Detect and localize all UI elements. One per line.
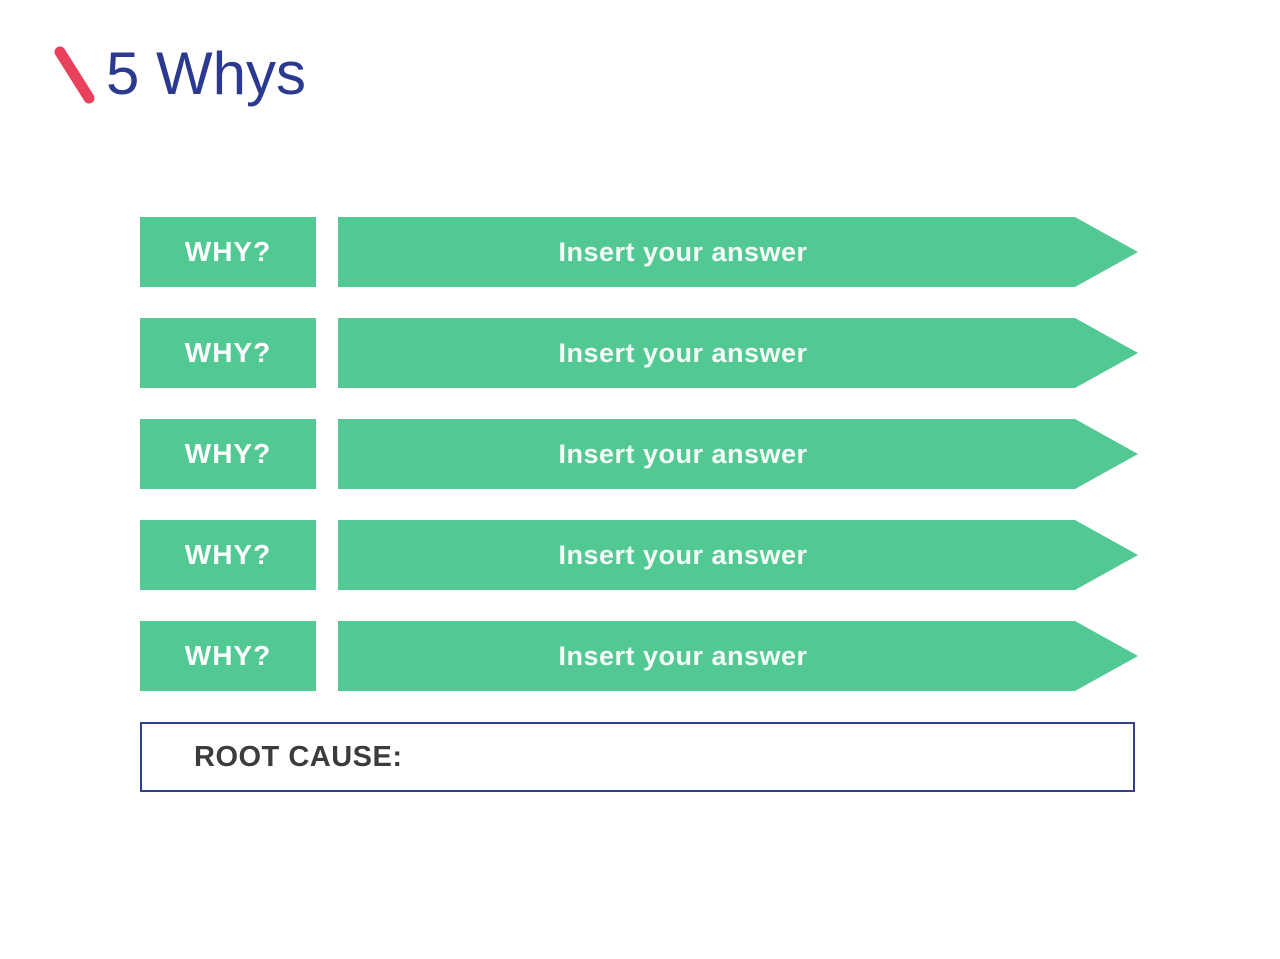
answer-arrow-2[interactable]: Insert your answer (338, 318, 1138, 388)
answer-arrow-5[interactable]: Insert your answer (338, 621, 1138, 691)
page-title: 5 Whys (106, 40, 307, 107)
why-row-1: WHY? Insert your answer (140, 217, 1140, 287)
why-label-4: WHY? (140, 520, 316, 590)
answer-placeholder-1[interactable]: Insert your answer (558, 236, 808, 267)
why-flow: WHY? Insert your answer WHY? Insert your… (140, 217, 1140, 792)
why-row-4: WHY? Insert your answer (140, 520, 1140, 590)
header: 5 Whys (52, 40, 306, 112)
answer-arrow-4[interactable]: Insert your answer (338, 520, 1138, 590)
root-cause-label: ROOT CAUSE: (194, 740, 403, 773)
why-label-3: WHY? (140, 419, 316, 489)
root-cause-box[interactable]: ROOT CAUSE: (140, 722, 1135, 792)
answer-placeholder-3[interactable]: Insert your answer (558, 438, 808, 469)
why-row-3: WHY? Insert your answer (140, 419, 1140, 489)
why-row-5: WHY? Insert your answer (140, 621, 1140, 691)
answer-placeholder-5[interactable]: Insert your answer (558, 640, 808, 671)
slash-icon (54, 46, 95, 104)
why-label-5: WHY? (140, 621, 316, 691)
answer-placeholder-4[interactable]: Insert your answer (558, 539, 808, 570)
answer-arrow-1[interactable]: Insert your answer (338, 217, 1138, 287)
why-label-2: WHY? (140, 318, 316, 388)
why-row-2: WHY? Insert your answer (140, 318, 1140, 388)
answer-placeholder-2[interactable]: Insert your answer (558, 337, 808, 368)
why-label-1: WHY? (140, 217, 316, 287)
answer-arrow-3[interactable]: Insert your answer (338, 419, 1138, 489)
